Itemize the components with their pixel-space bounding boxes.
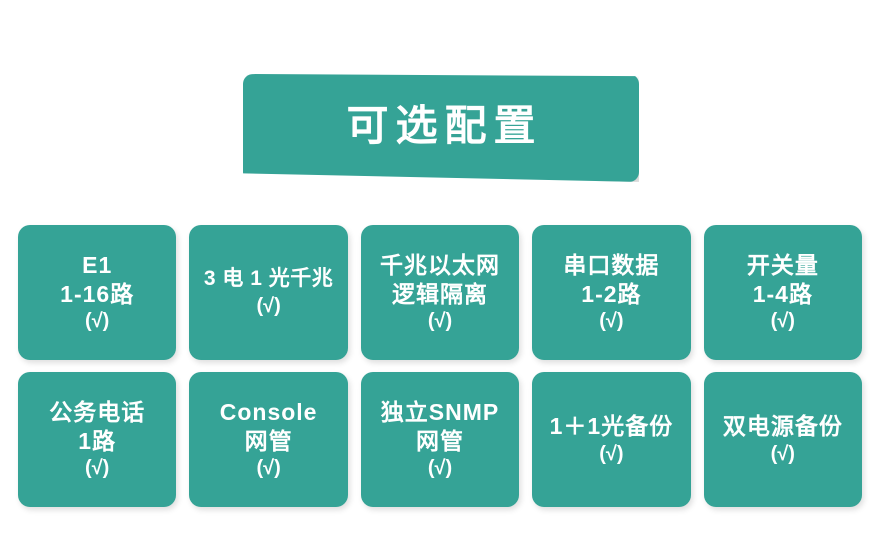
card-line: 3 电 1 光千兆	[203, 267, 334, 291]
card-check: (√)	[599, 310, 624, 333]
card-line: 开关量	[746, 251, 819, 278]
option-card-serial-data[interactable]: 串口数据 1-2路 (√)	[532, 225, 691, 360]
option-card-grid: E1 1-16路 (√) 3 电 1 光千兆 (√) 千兆以太网 逻辑隔离 (√…	[18, 225, 863, 507]
option-card-switch-quantity[interactable]: 开关量 1-4路 (√)	[703, 225, 863, 360]
card-line: Console	[219, 398, 318, 425]
banner: 可选配置	[243, 74, 639, 182]
option-card-gigabit-ethernet-isolation[interactable]: 千兆以太网 逻辑隔离 (√)	[360, 225, 520, 360]
card-check: (√)	[599, 442, 624, 465]
card-row: 公务电话 1路 (√) Console 网管 (√) 独立SNMP 网管 (√)…	[18, 372, 863, 507]
card-line: 网管	[244, 427, 293, 454]
card-check: (√)	[256, 457, 281, 480]
card-line: 千兆以太网	[380, 251, 501, 278]
banner-title: 可选配置	[346, 102, 543, 149]
card-check: (√)	[85, 457, 110, 480]
card-line: 1-4路	[752, 280, 813, 307]
card-check: (√)	[770, 310, 795, 333]
card-check: (√)	[427, 310, 453, 333]
option-card-dual-power-backup[interactable]: 双电源备份 (√)	[703, 372, 863, 507]
option-card-official-phone[interactable]: 公务电话 1路 (√)	[18, 372, 177, 507]
banner-shape: 可选配置	[243, 74, 639, 182]
card-line: 1＋1光备份	[549, 413, 674, 440]
card-line: E1	[82, 251, 113, 278]
card-line: 1-16路	[60, 280, 135, 307]
card-check: (√)	[770, 442, 795, 465]
card-line: 1-2路	[581, 280, 642, 307]
option-card-snmp-management[interactable]: 独立SNMP 网管 (√)	[360, 372, 520, 507]
card-line: 双电源备份	[722, 413, 843, 440]
card-line: 网管	[416, 427, 465, 454]
card-line: 逻辑隔离	[392, 280, 489, 307]
card-check: (√)	[256, 294, 281, 317]
card-row: E1 1-16路 (√) 3 电 1 光千兆 (√) 千兆以太网 逻辑隔离 (√…	[18, 225, 863, 360]
option-card-e1[interactable]: E1 1-16路 (√)	[18, 225, 177, 360]
card-check: (√)	[427, 457, 453, 480]
option-card-optical-backup[interactable]: 1＋1光备份 (√)	[532, 372, 691, 507]
option-card-console-management[interactable]: Console 网管 (√)	[189, 372, 348, 507]
card-line: 独立SNMP	[380, 398, 500, 425]
card-line: 公务电话	[49, 398, 146, 425]
card-line: 1路	[78, 427, 117, 454]
option-card-3e1o-gigabit[interactable]: 3 电 1 光千兆 (√)	[189, 225, 348, 360]
card-line: 串口数据	[563, 251, 660, 278]
card-check: (√)	[85, 310, 110, 333]
